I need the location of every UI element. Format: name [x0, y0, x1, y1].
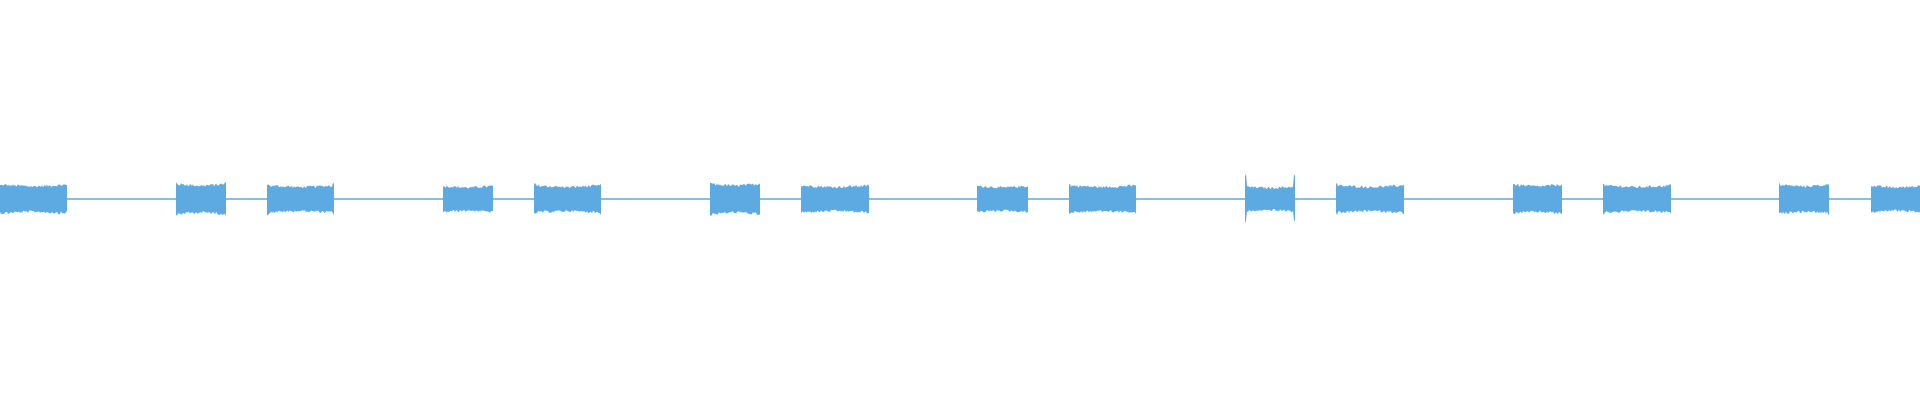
waveform-burst — [267, 182, 334, 216]
waveform-burst — [977, 185, 1028, 213]
waveform-burst — [801, 184, 869, 214]
waveform-burst — [1513, 183, 1562, 215]
waveform-burst — [1336, 183, 1404, 216]
waveform-burst — [1245, 173, 1295, 224]
waveform-burst — [0, 184, 67, 215]
waveform-burst — [710, 182, 760, 217]
waveform-burst — [1871, 185, 1920, 213]
waveform-burst — [534, 182, 601, 216]
waveform-burst — [443, 185, 493, 213]
waveform-bursts — [0, 173, 1920, 224]
waveform-burst — [1603, 183, 1671, 215]
waveform-burst — [1069, 184, 1136, 214]
waveform-burst — [1779, 182, 1829, 216]
waveform-burst — [176, 181, 226, 216]
